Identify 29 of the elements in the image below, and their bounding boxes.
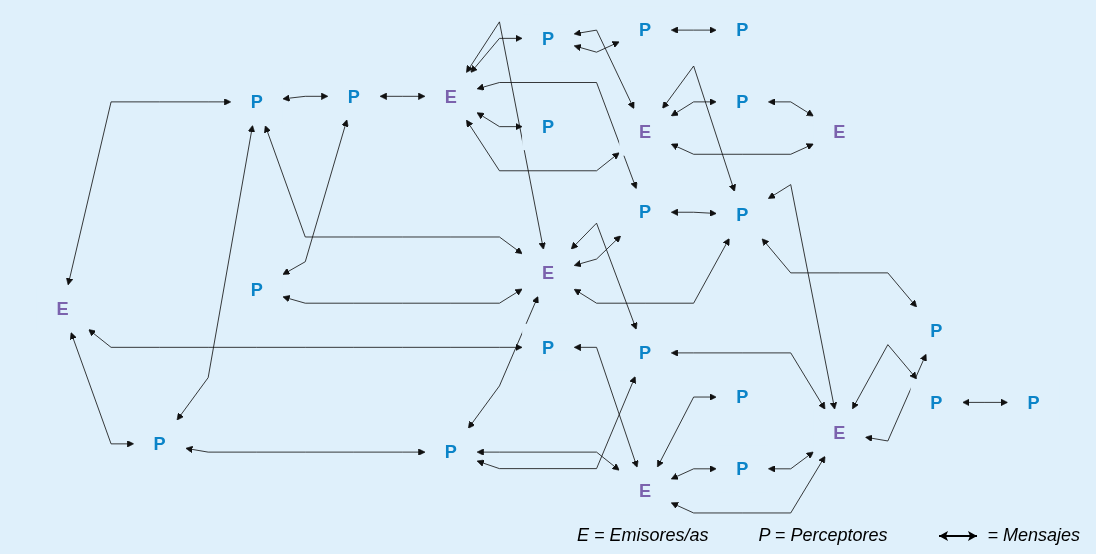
node-text: P bbox=[153, 433, 166, 455]
node-text: P bbox=[736, 91, 749, 113]
node-text: P bbox=[1027, 392, 1040, 413]
node-text: P bbox=[347, 86, 360, 107]
node-text: E bbox=[56, 298, 69, 320]
node-text: E bbox=[833, 121, 846, 143]
node-text: P bbox=[541, 116, 555, 137]
node-text: P bbox=[639, 201, 652, 223]
node-text: P bbox=[541, 337, 555, 358]
legend-text: E = Emisores/as bbox=[577, 525, 709, 546]
legend-text: = Mensajes bbox=[987, 525, 1080, 546]
node-text: P bbox=[930, 392, 943, 413]
node-text: E bbox=[639, 480, 652, 502]
node-text: E bbox=[639, 121, 652, 143]
node-text: P bbox=[930, 320, 943, 341]
node-text: E bbox=[541, 262, 555, 284]
node-text: P bbox=[736, 19, 749, 41]
node-text: P bbox=[541, 28, 555, 49]
node-text: P bbox=[736, 458, 749, 480]
node-text: P bbox=[736, 204, 749, 226]
node-text: P bbox=[736, 386, 749, 408]
node-text: P bbox=[639, 19, 652, 41]
node-text: E bbox=[444, 86, 457, 107]
node-text: E bbox=[833, 422, 846, 444]
node-text: P bbox=[250, 279, 263, 300]
node-text: P bbox=[639, 342, 652, 364]
node-text: P bbox=[250, 91, 263, 113]
legend-text: P = Perceptores bbox=[758, 525, 888, 546]
node-text: P bbox=[444, 441, 457, 463]
